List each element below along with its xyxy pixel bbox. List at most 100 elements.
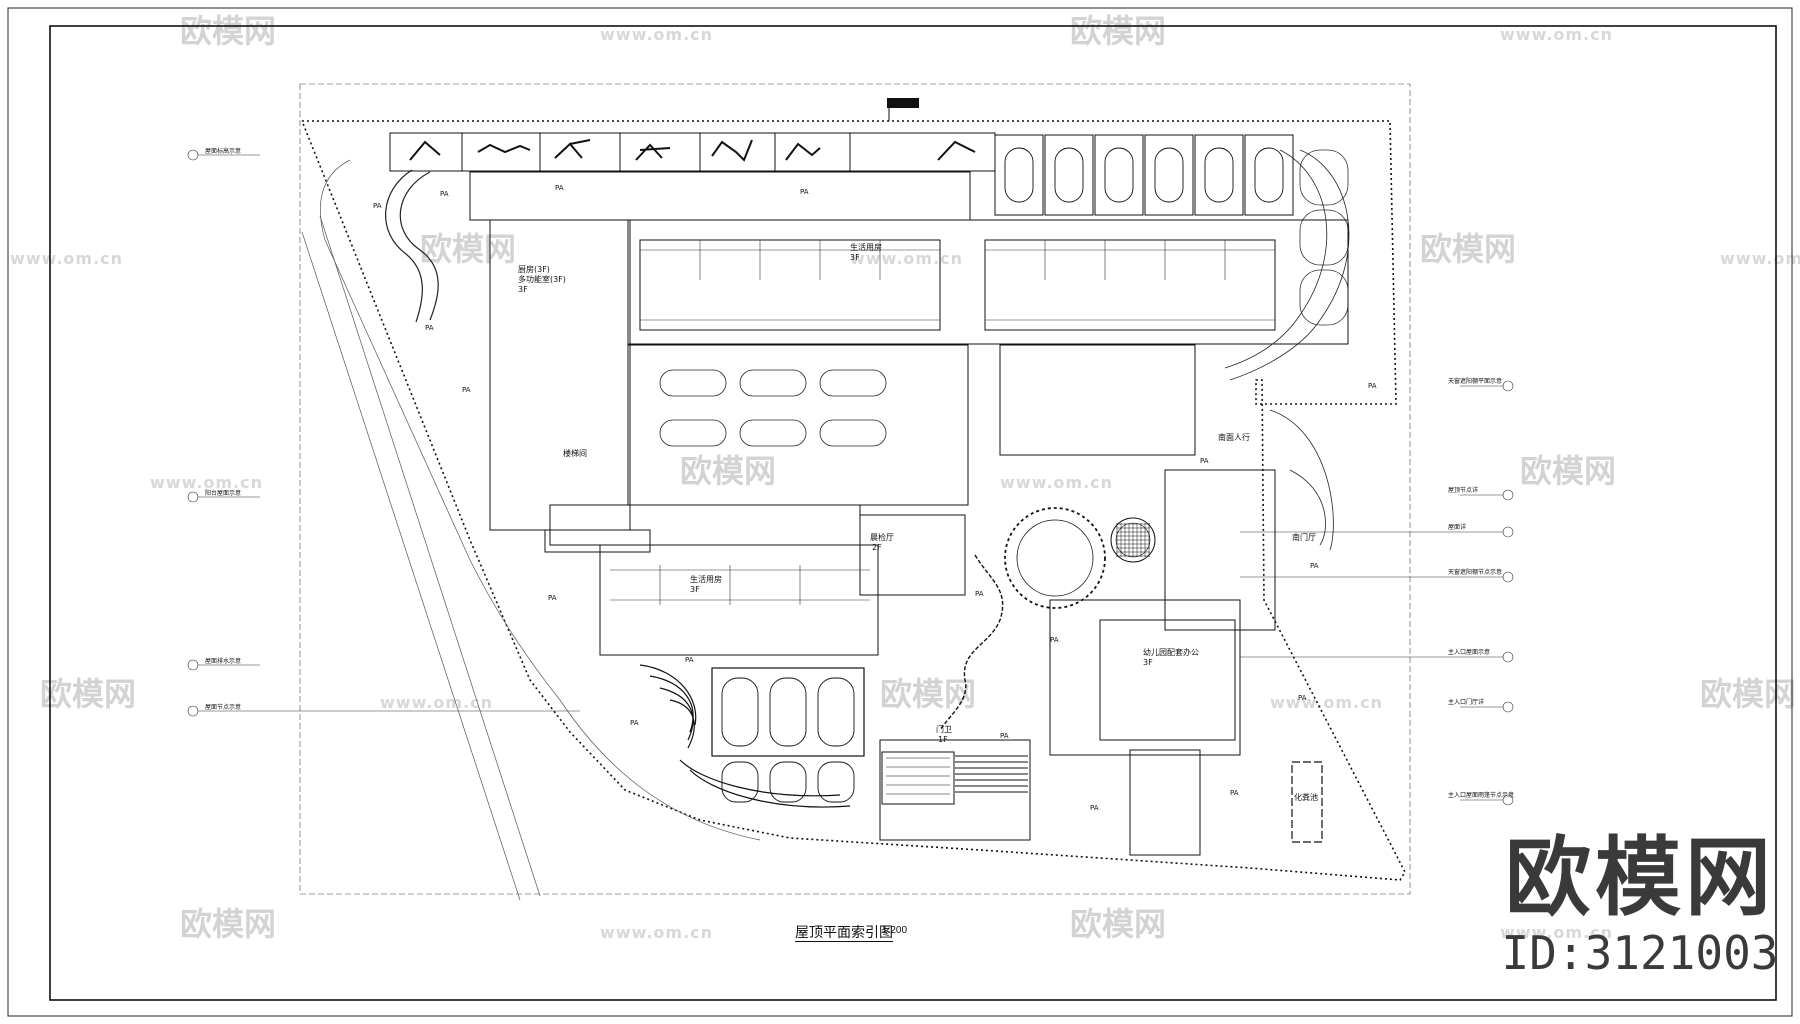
watermark-layer: 欧模网欧模网欧模网欧模网欧模网欧模网欧模网欧模网欧模网欧模网欧模网www.om.…: [10, 12, 1800, 943]
courtyard-pod: [819, 369, 887, 397]
play-cell: [1244, 134, 1294, 216]
sheet-inner-border: [49, 25, 1777, 1001]
plan-scale: 1:200: [882, 925, 908, 936]
pa-label: PA: [685, 656, 694, 664]
play-cell: [1144, 134, 1194, 216]
callout-labels: 屋面标高示意阳台屋面示意屋面排水示意屋面节点示意天窗遮阳棚平面示意屋顶节点详屋面…: [205, 147, 1514, 799]
label-hall: 晨检厅: [870, 532, 894, 542]
label-multi-room-2: 多功能室(3F): [518, 274, 566, 284]
pa-label: PA: [975, 590, 984, 598]
callout-bubble: [187, 659, 199, 671]
callout-right-text: 屋面详: [1448, 523, 1466, 531]
label-septic: 化粪池: [1294, 792, 1318, 802]
plan-title: 屋顶平面索引图: [795, 922, 893, 942]
east-track-curves: [1224, 149, 1350, 551]
building-outlines: [469, 171, 1349, 856]
label-classroom-a: 生活用房: [850, 242, 882, 252]
north-entrance-marker: [887, 98, 919, 121]
corner-brand-name: 欧模网: [1505, 828, 1775, 928]
callout-right-text: 主入口屋面雨篷节点示意: [1448, 791, 1514, 799]
play-pod: [769, 761, 807, 803]
classroom-partitions: [610, 240, 1275, 605]
watermark-url: www.om.cn: [1500, 25, 1613, 44]
pa-label: PA: [1050, 636, 1059, 644]
watermark-brand: 欧模网: [1520, 452, 1616, 490]
play-pod: [1254, 147, 1284, 203]
pa-label: PA: [630, 719, 639, 727]
watermark-url: www.om.cn: [600, 923, 713, 942]
south-landscape-curves: [639, 664, 851, 808]
pa-label: PA: [1230, 789, 1239, 797]
pa-label: PA: [1000, 732, 1009, 740]
callout-right-text: 主入口屋面示意: [1448, 648, 1490, 656]
watermark-brand: 欧模网: [180, 905, 276, 943]
courtyard-play-pods: [659, 369, 887, 447]
label-multi-room-floor: 3F: [518, 285, 528, 294]
label-classroom-b: 生活用房: [690, 574, 722, 584]
south-stair-ramp: [881, 751, 1028, 805]
label-admin-floor: 3F: [1143, 658, 1153, 667]
play-pod: [1299, 209, 1349, 266]
pa-label: PA: [373, 202, 382, 210]
play-pod: [1104, 147, 1134, 203]
play-pod: [769, 677, 807, 747]
play-pod: [1299, 269, 1349, 326]
watermark-url: www.om.cn: [1720, 249, 1800, 268]
play-pod: [1004, 147, 1034, 203]
room-labels: 厨房(3F) 多功能室(3F) 3F 生活用房 3F 生活用房 3F 楼梯间 晨…: [518, 242, 1318, 802]
callout-bubble: [1502, 571, 1514, 583]
play-pod: [817, 677, 855, 747]
septic-tank: [1291, 761, 1323, 843]
callout-left-text: 阳台屋面示意: [205, 489, 241, 497]
callout-bubble: [1502, 489, 1514, 501]
watermark-brand: 欧模网: [1700, 675, 1796, 713]
courtyard-pod: [739, 369, 807, 397]
pa-label: PA: [1310, 562, 1319, 570]
plan-title-text: 屋顶平面索引图: [795, 924, 893, 942]
callout-left-text: 屋面排水示意: [205, 657, 241, 665]
courtyard-pod: [819, 419, 887, 447]
courtyard-pod: [659, 369, 727, 397]
play-cell: [994, 134, 1044, 216]
sculpture-forms: [409, 139, 976, 162]
watermark-url: www.om.cn: [600, 25, 713, 44]
pa-label: PA: [1298, 694, 1307, 702]
callout-bubble: [187, 705, 199, 717]
play-pod: [1204, 147, 1234, 203]
pa-label: PA: [1368, 382, 1377, 390]
play-pod: [1154, 147, 1184, 203]
pa-label: PA: [555, 184, 564, 192]
watermark-url: www.om.cn: [380, 693, 493, 712]
corner-brand: 欧模网 ID:3121003: [1500, 830, 1780, 980]
watermark-brand: 欧模网: [180, 12, 276, 50]
callout-left-text: 屋面标高示意: [205, 147, 241, 155]
watermark-brand: 欧模网: [1070, 905, 1166, 943]
watermark-url: www.om.cn: [1270, 693, 1383, 712]
watermark-url: www.om.cn: [1500, 923, 1613, 942]
callout-leaders: [187, 149, 1514, 806]
landscape-path-west-2: [385, 169, 423, 323]
label-classroom-a-floor: 3F: [850, 253, 860, 262]
site-frame: [299, 83, 1411, 895]
watermark-brand: 欧模网: [420, 230, 516, 268]
label-entry-road: 南面人行: [1218, 432, 1250, 442]
pa-label: PA: [440, 190, 449, 198]
label-gate: 门卫: [936, 724, 952, 734]
watermark-url: www.om.cn: [1000, 473, 1113, 492]
play-frame: [711, 667, 865, 757]
callout-bubble: [1502, 380, 1514, 392]
play-cell: [1044, 134, 1094, 216]
label-stair-room: 楼梯间: [563, 448, 587, 458]
watermark-brand: 欧模网: [680, 452, 776, 490]
pa-label: PA: [462, 386, 471, 394]
west-road-lines: [301, 159, 761, 901]
callout-bubble: [187, 149, 199, 161]
property-boundary: [301, 120, 1406, 881]
label-hall-floor: 2F: [872, 543, 882, 552]
watermark-url: www.om.cn: [10, 249, 123, 268]
watermark-brand: 欧模网: [40, 675, 136, 713]
watermark-brand: 欧模网: [1070, 12, 1166, 50]
watermark-brand: 欧模网: [1420, 230, 1516, 268]
play-pod: [817, 761, 855, 803]
play-cell: [1094, 134, 1144, 216]
